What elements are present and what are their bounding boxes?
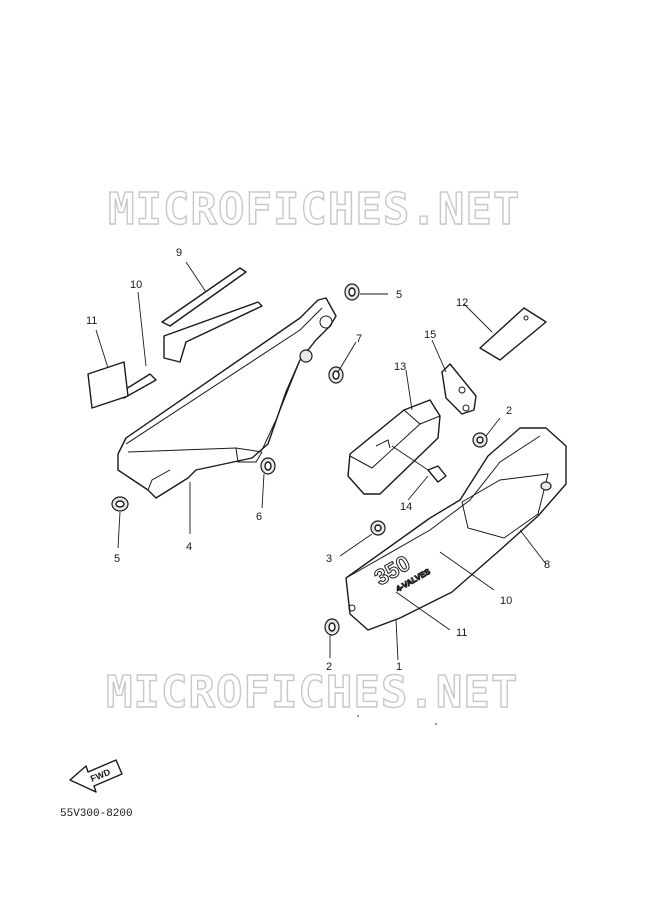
leader-lines [95,261,547,661]
print-speck [357,715,359,717]
diagram-part-code: 55V300-8200 [60,808,133,820]
callout-6: 6 [256,511,262,523]
grommet-part-7 [299,349,344,384]
callout-5-top: 5 [396,289,402,301]
callout-10-right: 10 [500,595,512,607]
bracket-part-15 [441,363,477,415]
callout-9: 9 [176,247,182,259]
callout-12: 12 [456,297,468,309]
callout-15: 15 [424,329,436,341]
grommet-part-5-bottom [111,496,129,512]
grommet-part-5-top [344,283,360,301]
grommet-part-3 [370,520,386,536]
callout-10-left: 10 [130,279,142,291]
callout-4: 4 [186,541,192,553]
callout-labels: 9 10 11 5 7 4 6 5 12 15 13 2 14 3 8 10 1… [86,247,550,673]
print-speck [435,723,437,725]
callout-7: 7 [356,333,362,345]
callout-3: 3 [326,553,332,565]
callout-14: 14 [400,501,412,513]
watermark-top: MICROFICHES.NET [108,184,520,235]
decal-part-9 [161,267,263,363]
bolt-part-14 [391,445,447,483]
callout-2-top: 2 [506,405,512,417]
callout-5-bottom: 5 [114,553,120,565]
callout-11-left: 11 [86,315,97,327]
frame-bracket-part-4 [117,297,337,499]
callout-2-bottom: 2 [326,661,332,673]
callout-8: 8 [544,559,550,571]
decal-part-11-left [87,361,129,409]
watermark-bottom: MICROFICHES.NET [106,667,518,718]
forward-arrow-icon: FWD [69,759,123,793]
side-cover-part-1 [345,427,567,631]
callout-11-right: 11 [456,627,467,639]
grommet-part-6 [260,457,276,475]
callout-1: 1 [396,661,402,673]
emblem-plate-part-12 [479,307,547,361]
grommet-part-2-top [472,432,488,448]
grommet-part-2-bottom [324,618,340,636]
callout-13: 13 [394,361,406,373]
